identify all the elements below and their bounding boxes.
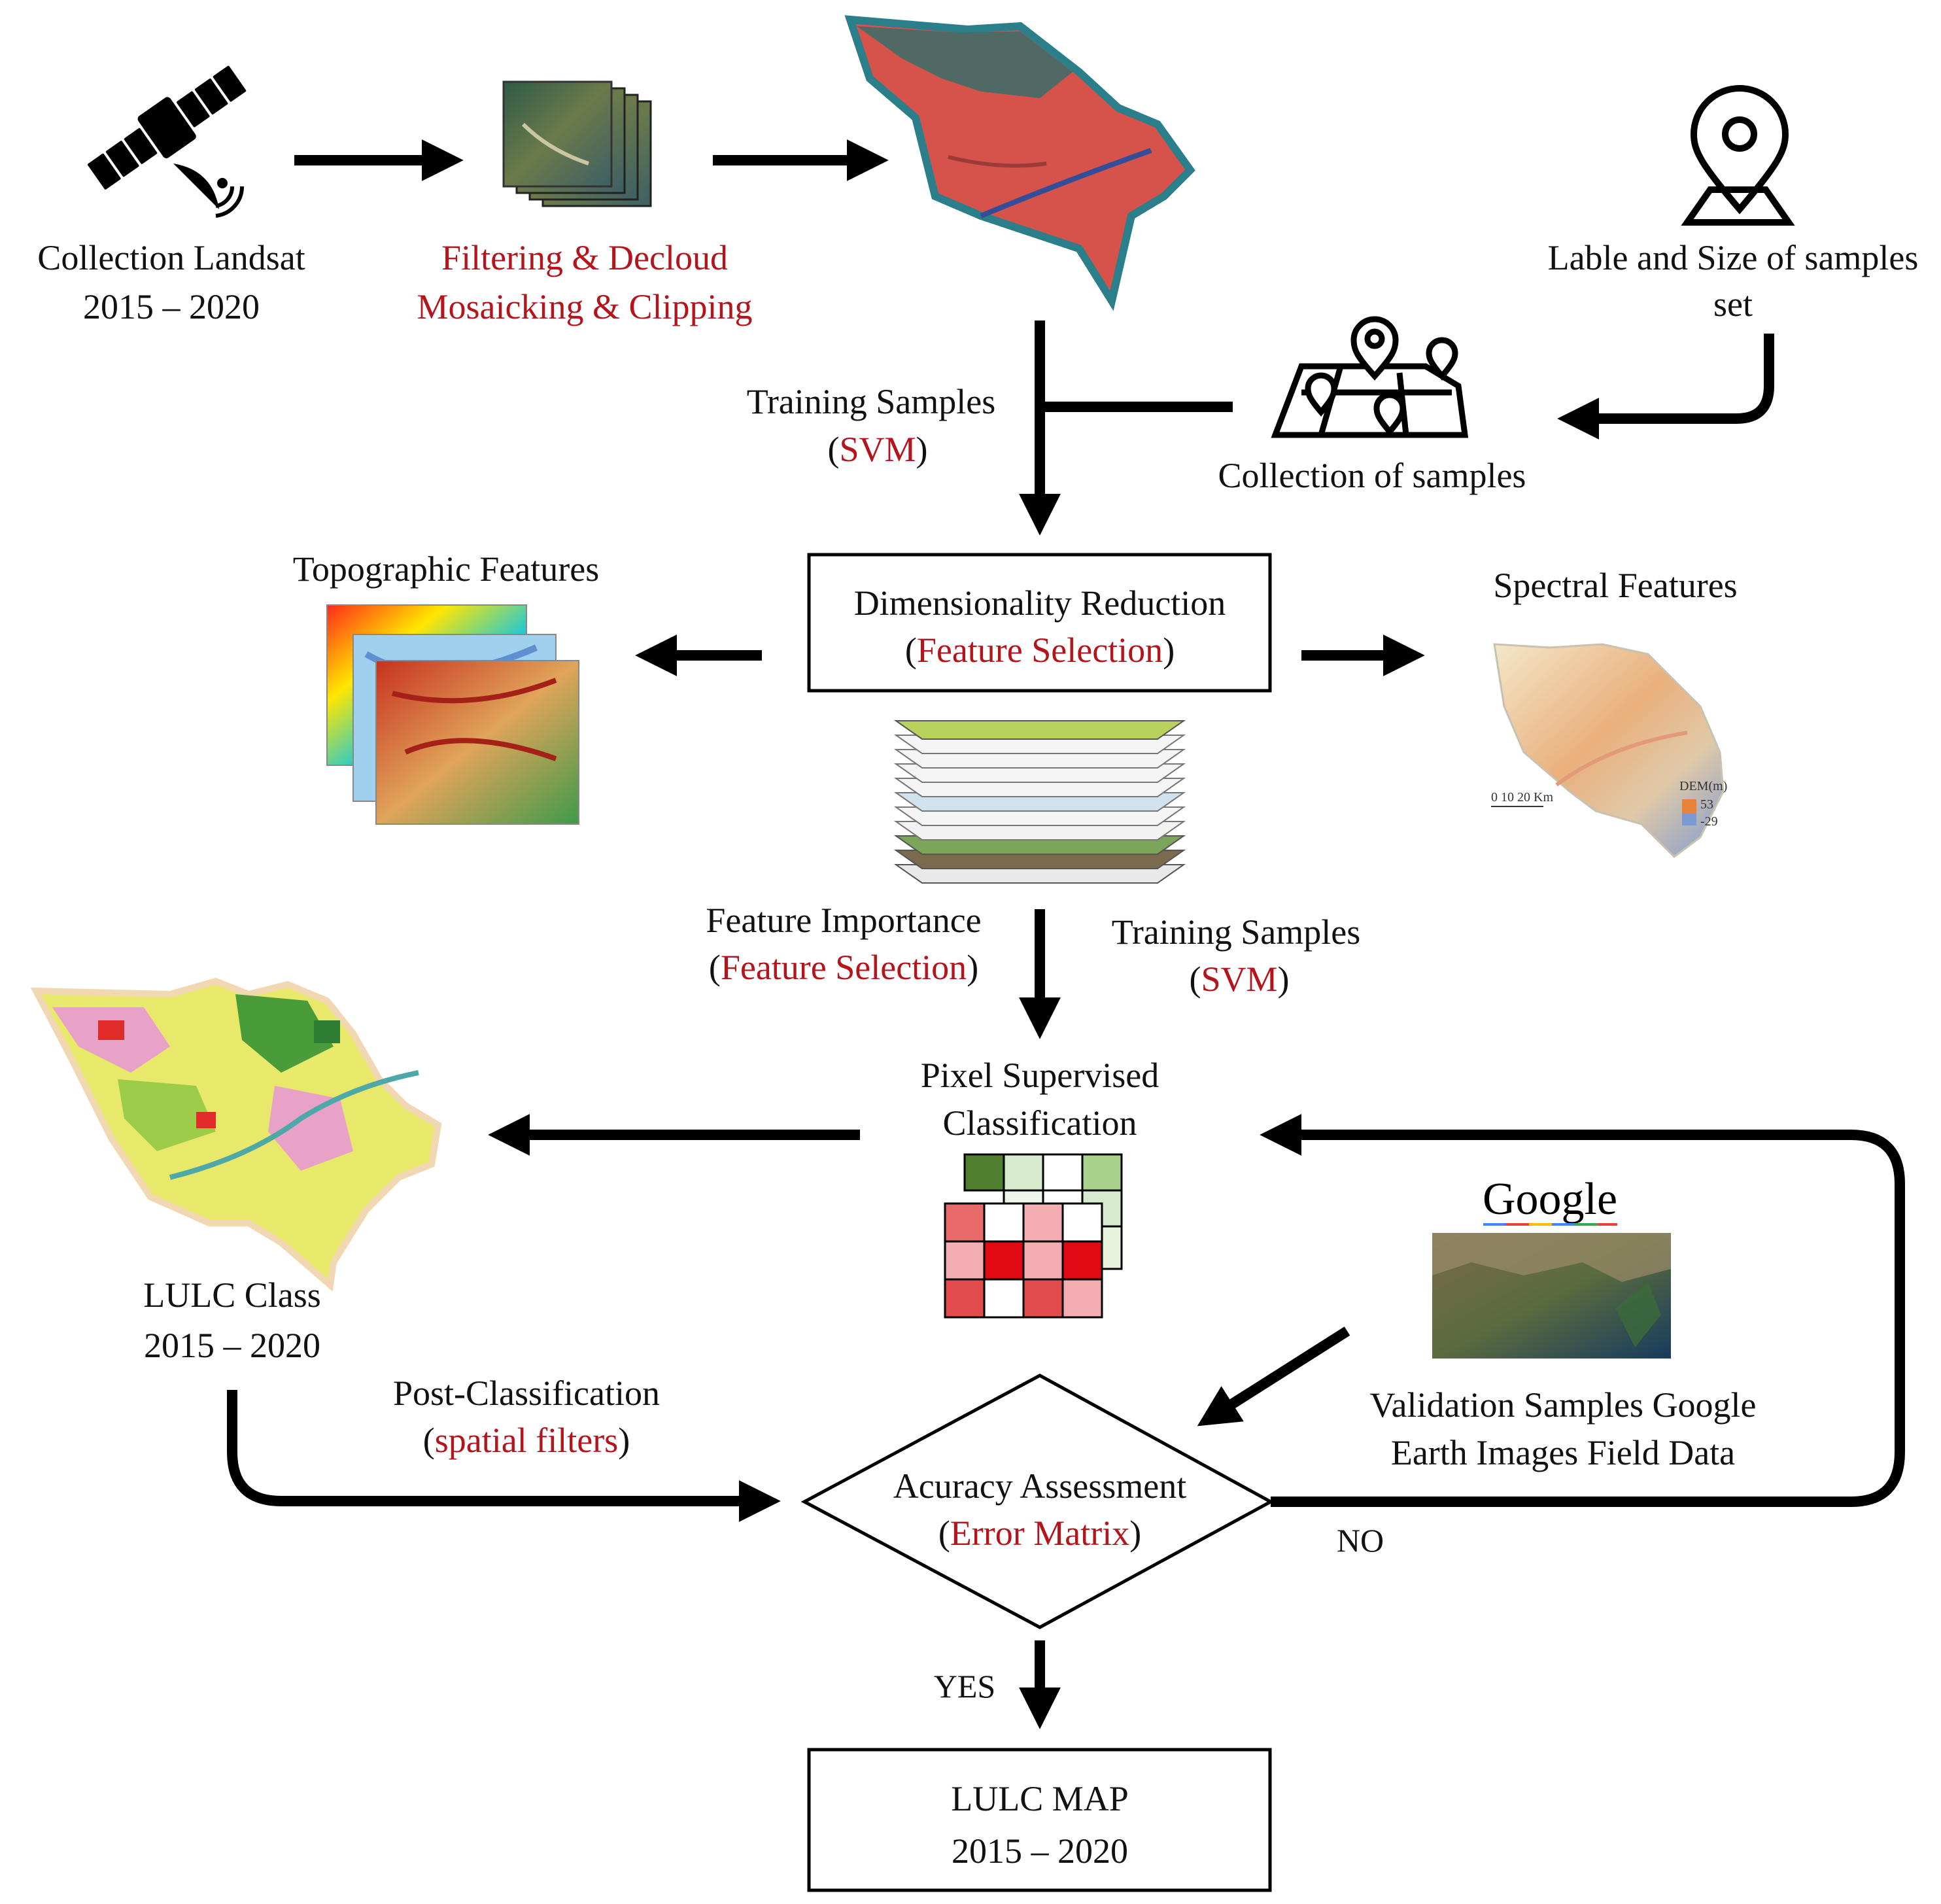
lulc-map-label: LULC MAP (951, 1779, 1129, 1818)
satellite-icon (88, 65, 247, 218)
feature-importance-method: (Feature Selection) (709, 948, 978, 987)
label-size-samples-label: Lable and Size of samples (1548, 238, 1919, 277)
pixel-classification-label: Pixel Supervised (921, 1056, 1159, 1095)
collection-landsat-years: 2015 – 2020 (83, 287, 260, 326)
false-color-composite-map (844, 15, 1195, 311)
dimensionality-reduction-label: Dimensionality Reduction (854, 583, 1226, 623)
dimensionality-reduction-box (807, 553, 1272, 693)
arrow-validation-to-accuracy (1197, 1326, 1350, 1427)
feature-importance-label: Feature Importance (706, 901, 981, 940)
lulc-class-label: LULC Class (143, 1275, 321, 1315)
post-classification-label: Post-Classification (393, 1374, 660, 1413)
google-earth-image (1432, 1233, 1671, 1359)
lulc-map-box (807, 1748, 1272, 1892)
accuracy-assessment-method: (Error Matrix) (938, 1514, 1141, 1553)
pixel-classification-line2: Classification (943, 1103, 1137, 1143)
dem-scale-label: 0 10 20 Km (1491, 790, 1553, 805)
lulc-class-years: 2015 – 2020 (144, 1326, 320, 1365)
dem-legend-low: -29 (1700, 814, 1718, 829)
dem-legend-high: 53 (1700, 797, 1713, 812)
spectral-dem-map: 0 10 20 Km DEM(m) 53 -29 (1491, 643, 1727, 858)
label-size-samples-line2: set (1713, 285, 1753, 324)
dem-legend-title: DEM(m) (1679, 779, 1727, 793)
arrow-lulc-class-to-accuracy (227, 1390, 781, 1522)
confusion-matrix-icon (944, 1153, 1123, 1319)
filtering-label: Filtering & Decloud (441, 238, 728, 277)
validation-samples-line2: Earth Images Field Data (1391, 1433, 1735, 1472)
lulc-map-years: 2015 – 2020 (952, 1831, 1128, 1871)
accuracy-assessment-label: Acuracy Assessment (893, 1466, 1186, 1506)
training-samples-mid-method: (SVM) (1189, 960, 1289, 999)
no-label: NO (1337, 1522, 1384, 1559)
arrow-label-to-collection (1557, 334, 1774, 440)
google-logo: Google (1483, 1174, 1617, 1224)
training-samples-top-label: Training Samples (747, 382, 996, 421)
arrow-no-loop (1260, 1114, 1905, 1507)
lulc-class-map (30, 977, 442, 1292)
topographic-feature-maps (326, 604, 579, 825)
satellite-image-stack (502, 80, 652, 207)
spectral-features-label: Spectral Features (1493, 566, 1737, 605)
collection-of-samples-label: Collection of samples (1218, 456, 1526, 495)
location-pin-icon (1681, 85, 1795, 226)
topographic-features-label: Topographic Features (293, 549, 600, 589)
accuracy-assessment-diamond (800, 1374, 1275, 1629)
google-logo-colors (1483, 1223, 1617, 1226)
training-samples-mid-label: Training Samples (1112, 912, 1361, 952)
training-samples-top-method: (SVM) (827, 430, 927, 469)
mosaicking-label: Mosaicking & Clipping (417, 287, 753, 326)
feature-layer-stack (893, 720, 1186, 884)
yes-label: YES (934, 1668, 995, 1705)
map-pins-icon (1271, 316, 1469, 438)
dimensionality-reduction-method: (Feature Selection) (905, 631, 1175, 670)
collection-landsat-label: Collection Landsat (37, 238, 305, 277)
validation-samples-label: Validation Samples Google (1370, 1385, 1757, 1425)
post-classification-method: (spatial filters) (423, 1421, 630, 1460)
